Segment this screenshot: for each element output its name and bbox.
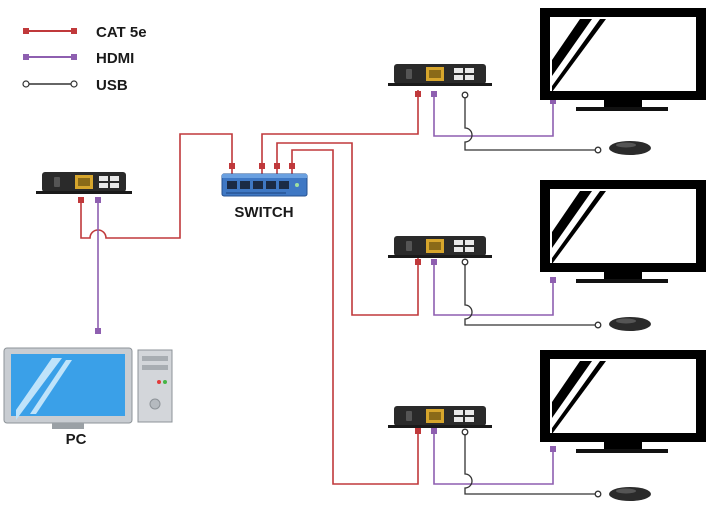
legend-label-hdmi: HDMI bbox=[96, 50, 134, 67]
monitor-icon bbox=[540, 350, 706, 453]
extender-receiver-icon bbox=[388, 64, 492, 86]
legend-item-hdmi: HDMI bbox=[23, 50, 134, 67]
pc-label: PC bbox=[66, 431, 87, 448]
extender-receiver-icon bbox=[388, 236, 492, 258]
mouse-icon bbox=[609, 487, 651, 501]
extender-receiver-icon bbox=[388, 406, 492, 428]
legend-item-cat5e: CAT 5e bbox=[23, 24, 147, 41]
mouse-icon bbox=[609, 317, 651, 331]
mouse-icon bbox=[609, 141, 651, 155]
hdmi-cables bbox=[95, 91, 556, 485]
legend: CAT 5e HDMI USB bbox=[22, 24, 147, 94]
switch-label: SWITCH bbox=[234, 204, 293, 221]
pc-icon bbox=[3, 347, 173, 429]
legend-label-usb: USB bbox=[96, 77, 128, 94]
extender-transmitter-icon bbox=[36, 172, 132, 194]
usb-cables bbox=[461, 91, 602, 498]
monitor-icon bbox=[540, 8, 706, 111]
network-switch-icon bbox=[221, 173, 308, 197]
legend-item-usb: USB bbox=[22, 77, 128, 94]
cat5e-cables bbox=[78, 90, 421, 485]
legend-label-cat5e: CAT 5e bbox=[96, 24, 147, 41]
monitor-icon bbox=[540, 180, 706, 283]
